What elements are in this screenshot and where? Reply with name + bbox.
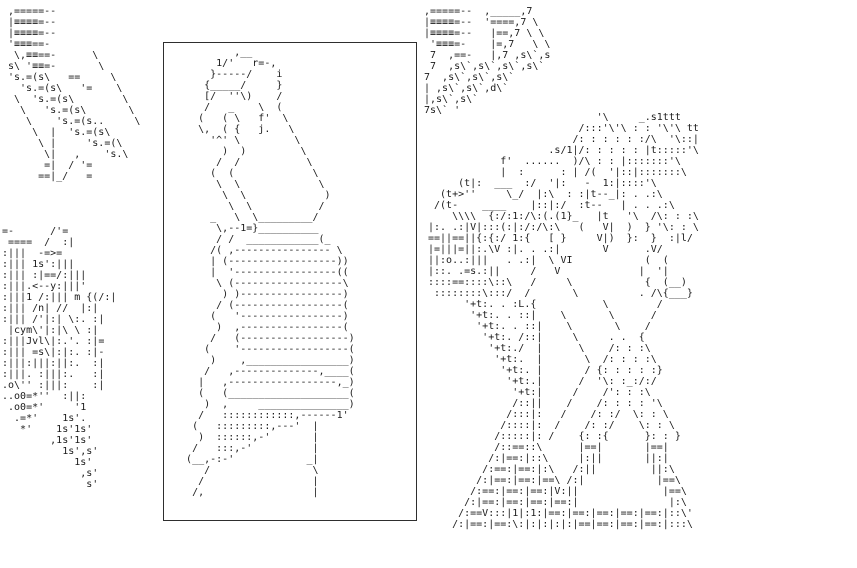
picture-frame: ,__ 1/' r=-, }-----/ i {_____/ } [/ ''\)… (163, 42, 417, 521)
top-right-shading-art: ,=====-- ,_____,7 |≡≡≡≡=-- '====,7 \ |≡≡… (424, 6, 551, 116)
top-left-shading-art: ,=====-- |≡≡≡≡=-- |≡≡≡≡=-- '≡≡≡==- \,≡≡=… (8, 6, 141, 182)
framed-figure-art: ,__ 1/' r=-, }-----/ i {_____/ } [/ ''\)… (186, 47, 355, 498)
right-characters-art: '\ _.s1ttt /:::'\'\ : : '\'\ tt /: : : :… (428, 112, 699, 530)
left-fence-art: =- /'= ==== / :| :||| -=>= :||| 1s':||| … (2, 226, 117, 490)
